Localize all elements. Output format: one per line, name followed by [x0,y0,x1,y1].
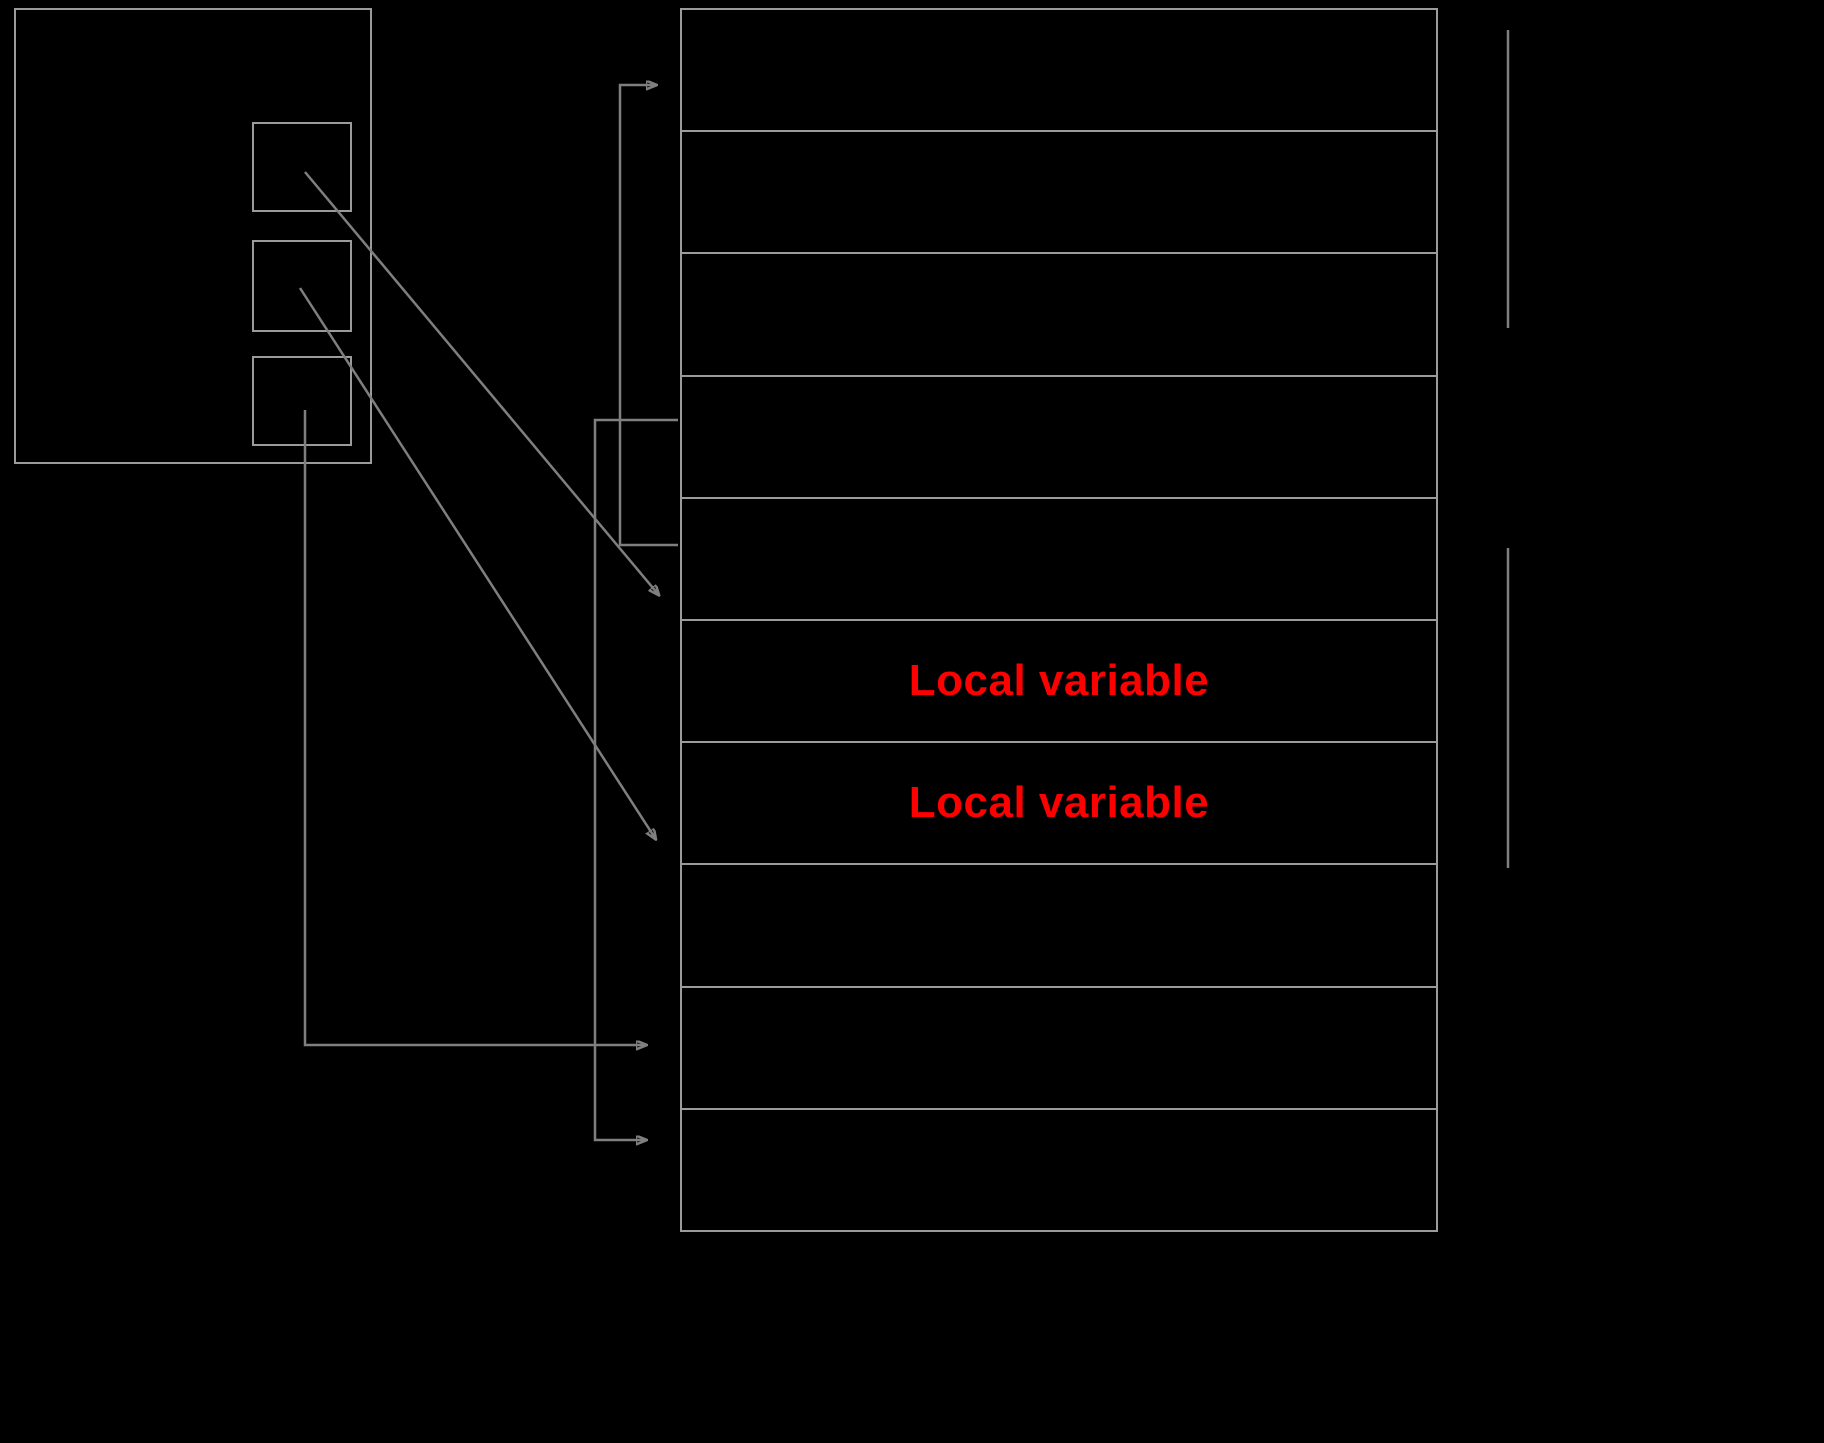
stack-row [682,377,1436,499]
stack-row [682,499,1436,622]
stack-row-label: Local variable [908,778,1210,828]
stack-row [682,865,1436,988]
register-box-2 [252,240,352,332]
register-3-pointer-arrow [303,410,645,1045]
stack-row [682,988,1436,1110]
stack-row [682,10,1436,133]
register-box-3 [252,356,352,446]
stack-slot-up-pointer-arrow [618,85,678,547]
stack-row [682,132,1436,255]
stack-row [682,254,1436,377]
stack-memory: Local variable Local variable [680,8,1438,1232]
register-box-1 [252,122,352,212]
stack-row-local-variable: Local variable [682,743,1436,866]
stack-row-local-variable: Local variable [682,621,1436,744]
stack-row-label: Local variable [908,656,1210,706]
stack-row [682,1110,1436,1230]
stack-slot-down-pointer-arrow [593,418,678,1140]
